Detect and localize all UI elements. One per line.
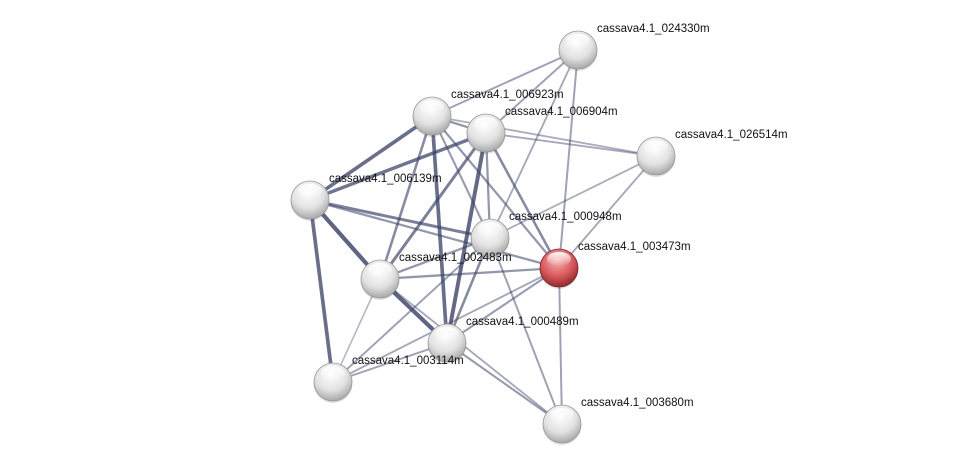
node-n026514[interactable] <box>636 136 676 177</box>
node-n000948[interactable] <box>470 218 510 259</box>
edge-n024330-n006904[interactable] <box>485 49 579 134</box>
node-highlight <box>298 184 322 198</box>
edge-n026514-n000948[interactable] <box>489 155 657 239</box>
node-highlight <box>435 327 459 341</box>
edge-n002x83-n003680[interactable] <box>379 278 563 425</box>
node-highlight <box>368 263 392 277</box>
node-n003473[interactable] <box>539 248 579 289</box>
node-n006904[interactable] <box>466 113 506 154</box>
node-n000489[interactable] <box>427 323 467 364</box>
node-n024330[interactable] <box>558 30 598 71</box>
edge-n026514-n006923[interactable] <box>431 115 657 157</box>
edge-n000948-n003680[interactable] <box>489 237 563 425</box>
edge-n000489-n003114[interactable] <box>332 342 448 383</box>
node-label: cassava4.1_003114m <box>352 355 464 367</box>
edge-n006904-n006139[interactable] <box>309 131 487 202</box>
node-n002x83[interactable] <box>360 259 400 300</box>
edge-n024330-n006923[interactable] <box>431 49 579 117</box>
node-highlight <box>474 117 498 131</box>
edges-layer <box>308 49 657 425</box>
node-label: cassava4.1_024330m <box>597 23 710 35</box>
node-label: cassava4.1_000489m <box>466 316 579 328</box>
edge-n006923-n000489[interactable] <box>430 115 449 344</box>
node-label: cassava4.1_002483m <box>399 252 512 264</box>
edge-n006923-n006139[interactable] <box>308 114 434 202</box>
edge-n000489-n003680[interactable] <box>446 342 563 425</box>
edge-n006139-n003473[interactable] <box>309 198 560 270</box>
node-highlight <box>566 34 590 48</box>
node-n006139[interactable] <box>290 180 330 221</box>
node-label: cassava4.1_006923m <box>451 89 564 101</box>
edge-n002x83-n000948[interactable] <box>379 236 491 281</box>
edge-n003473-n002x83[interactable] <box>379 266 560 281</box>
edge-n006904-n002x83[interactable] <box>378 132 488 280</box>
node-label: cassava4.1_003473m <box>578 241 691 253</box>
edge-n000948-n003114[interactable] <box>332 237 491 383</box>
labels-layer: cassava4.1_024330m cassava4.1_006923mcass… <box>329 23 788 409</box>
edge-n026514-n003473[interactable] <box>558 155 657 269</box>
edge-n006923-n003473[interactable] <box>431 115 560 269</box>
node-label: cassava4.1_003680m <box>581 397 694 409</box>
node-label: cassava4.1_026514m <box>675 129 788 141</box>
node-label: cassava4.1_000948m <box>509 211 622 223</box>
node-highlight <box>550 408 574 422</box>
edge-n006904-n000489[interactable] <box>445 132 488 344</box>
node-label: cassava4.1_006904m <box>505 106 618 118</box>
edge-n024330-n003473[interactable] <box>558 49 579 269</box>
edge-n003473-n000489[interactable] <box>446 267 560 344</box>
edge-n006904-n003473[interactable] <box>484 132 561 269</box>
node-n003114[interactable] <box>313 362 353 403</box>
edge-n003473-n003680[interactable] <box>558 267 563 425</box>
node-highlight <box>420 100 444 114</box>
node-highlight <box>547 252 571 266</box>
edge-n026514-n006904[interactable] <box>485 132 657 157</box>
edge-n006923-n000948[interactable] <box>431 115 491 239</box>
edge-n006139-n003114[interactable] <box>308 199 335 383</box>
node-n003680[interactable] <box>542 404 582 445</box>
node-label: cassava4.1_006139m <box>329 173 442 185</box>
edge-n006923-n002x83[interactable] <box>378 115 434 280</box>
node-highlight <box>644 140 668 154</box>
node-highlight <box>478 222 502 236</box>
nodes-layer <box>290 30 676 445</box>
edge-n024330-n000948[interactable] <box>489 49 579 239</box>
node-n006923[interactable] <box>412 96 452 137</box>
node-highlight <box>321 366 345 380</box>
edge-n006139-n000948[interactable] <box>309 198 491 240</box>
